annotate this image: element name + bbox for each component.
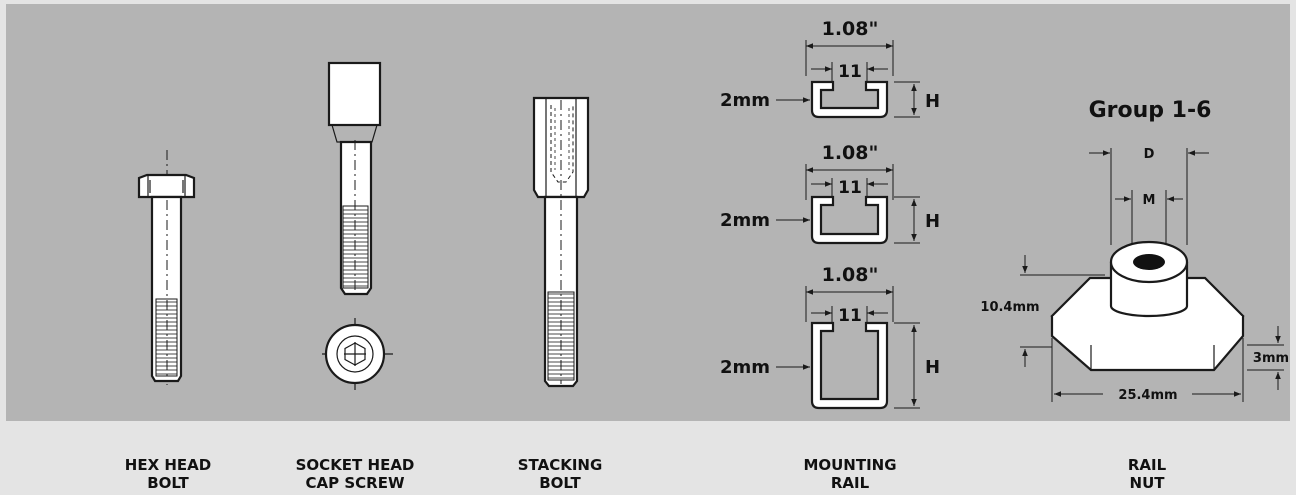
rail-1-thickness-label: 2mm [720,90,770,111]
caption-rail-nut-line-2: NUT [1130,474,1166,492]
rail-nut: Group 1-6 D M 10.4mm 3mm [980,98,1289,403]
caption-hex-bolt-line-2: BOLT [147,474,189,492]
rail-3-height-label: H [925,357,940,378]
mounting-rail-1: 1.08" 11 2mm H [720,18,940,119]
mounting-rail-2: 1.08" 11 2mm H [720,142,940,245]
nut-outer-diameter-label: D [1144,147,1155,162]
rail-3-thickness-label: 2mm [720,357,770,378]
caption-stacking-bolt-line-1: STACKING [518,456,603,474]
caption-mounting-rail-line-2: RAIL [831,474,870,492]
nut-height-label: 10.4mm [980,300,1039,315]
rail-2-width-label: 1.08" [822,142,879,164]
nut-base-thickness-label: 3mm [1253,351,1289,366]
rail-1-width-label: 1.08" [822,18,879,40]
caption-socket-screw-line-2: CAP SCREW [306,474,405,492]
caption-rail-nut-line-1: RAIL [1128,456,1167,474]
stacking-bolt [532,96,590,388]
rail-2-height-label: H [925,211,940,232]
socket-end-view [322,318,393,390]
group-label: Group 1-6 [1089,98,1212,123]
rail-2-gap-label: 11 [838,178,862,198]
nut-thread-label: M [1143,193,1156,208]
rail-1-gap-label: 11 [838,62,862,82]
nut-base-width-label: 25.4mm [1118,388,1177,403]
rail-1-height-label: H [925,91,940,112]
socket-head-cap-screw [322,61,393,390]
caption-mounting-rail-line-1: MOUNTING [803,456,896,474]
hex-head-bolt [137,150,196,385]
mounting-rail-3: 1.08" 11 2mm H [720,264,940,410]
caption-stacking-bolt-line-2: BOLT [539,474,581,492]
rail-3-width-label: 1.08" [822,264,879,286]
caption-hex-bolt-line-1: HEX HEAD [125,456,211,474]
rail-2-thickness-label: 2mm [720,210,770,231]
caption-socket-screw-line-1: SOCKET HEAD [296,456,415,474]
captions: HEX HEAD BOLT SOCKET HEAD CAP SCREW STAC… [125,456,1167,492]
rail-3-gap-label: 11 [838,306,862,326]
